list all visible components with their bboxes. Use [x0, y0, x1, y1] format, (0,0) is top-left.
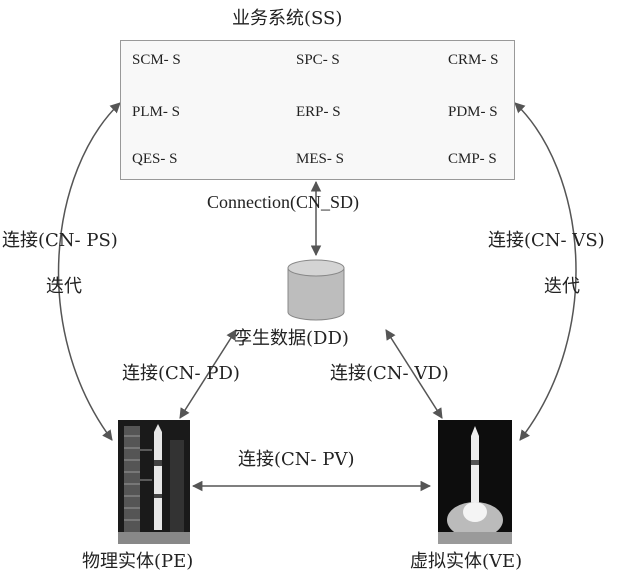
system-spc: SPC- S	[296, 52, 340, 68]
label-cn-pd: 连接(CN- PD)	[122, 363, 240, 384]
label-pe: 物理实体(PE)	[82, 551, 194, 572]
system-erp: ERP- S	[296, 104, 341, 120]
system-plm: PLM- S	[132, 104, 180, 120]
label-iterate-right: 迭代	[544, 276, 580, 297]
system-crm: CRM- S	[448, 52, 499, 68]
label-cn-vs: 连接(CN- VS)	[488, 230, 605, 251]
system-mes: MES- S	[296, 151, 344, 167]
system-pdm: PDM- S	[448, 104, 498, 120]
arrow-cn-pd	[179, 329, 237, 419]
label-dd: 孪生数据(DD)	[234, 328, 349, 349]
rocket-launch-icon	[438, 420, 512, 544]
rocket-tower-icon	[118, 420, 190, 544]
physical-entity-image	[118, 420, 190, 544]
label-cn-vd: 连接(CN- VD)	[330, 363, 449, 384]
ss-title: 业务系统(SS)	[232, 8, 343, 29]
virtual-entity-image	[438, 420, 512, 544]
label-ve: 虚拟实体(VE)	[410, 551, 523, 572]
label-cn-sd: Connection(CN_SD)	[207, 192, 359, 212]
arrow-cn-vs	[514, 102, 577, 441]
system-cmp: CMP- S	[448, 151, 497, 167]
twin-data-cylinder-icon	[287, 259, 345, 321]
label-cn-ps: 连接(CN- PS)	[2, 230, 118, 251]
system-scm: SCM- S	[132, 52, 181, 68]
system-qes: QES- S	[132, 151, 178, 167]
label-iterate-left: 迭代	[46, 276, 82, 297]
arrow-cn-vd	[385, 329, 443, 419]
label-cn-pv: 连接(CN- PV)	[238, 449, 355, 470]
business-system-box	[120, 40, 515, 180]
arrow-cn-ps	[57, 102, 121, 441]
